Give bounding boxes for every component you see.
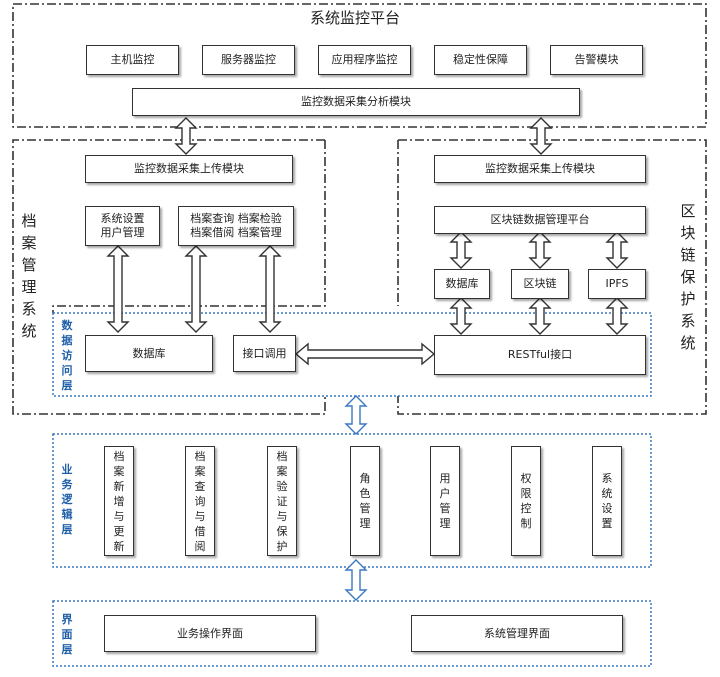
monitor-module-host: 主机监控 xyxy=(86,45,179,75)
monitor-platform-title: 系统监控平台 xyxy=(310,9,401,27)
arrow-query-interface xyxy=(258,245,282,333)
blockchain-system-title: 区 块 链 保 护 系 统 xyxy=(680,202,696,352)
archive-query-box: 档案查询 档案检验 档案借阅 档案管理 xyxy=(178,206,294,246)
interface-call-box: 接口调用 xyxy=(233,335,296,372)
archive-database: 数据库 xyxy=(85,335,213,372)
monitor-module-app: 应用程序监控 xyxy=(318,45,411,75)
business-module-permission: 权 限 控 制 xyxy=(511,446,541,556)
monitor-module-alarm: 告警模块 xyxy=(550,45,643,75)
ui-layer-frame xyxy=(52,600,652,667)
blockchain-ipfs: IPFS xyxy=(588,269,646,299)
blockchain-platform: 区块链数据管理平台 xyxy=(434,206,646,234)
ui-business-operation: 业务操作界面 xyxy=(104,615,316,652)
blockchain-database: 数据库 xyxy=(434,269,490,299)
arrow-platform-db xyxy=(449,231,473,269)
archive-settings-box: 系统设置 用户管理 xyxy=(85,206,160,246)
arrow-monitor-blockchain xyxy=(529,117,553,155)
arrow-db-restful xyxy=(449,297,473,335)
archive-upload-module: 监控数据采集上传模块 xyxy=(85,155,293,183)
business-module-verify-protect: 档 案 验 证 与 保 护 xyxy=(267,446,297,556)
archive-system-title: 档 案 管 理 系 统 xyxy=(21,212,37,340)
business-module-settings: 系 统 设 置 xyxy=(592,446,622,556)
business-module-query-borrow: 档 案 查 询 与 借 阅 xyxy=(185,446,215,556)
arrow-query-database xyxy=(184,245,208,333)
data-access-layer-label: 数 据 访 问 层 xyxy=(61,319,73,392)
arrow-layer-business-ui xyxy=(344,559,368,601)
business-module-user: 用 户 管 理 xyxy=(430,446,460,556)
arrow-platform-ipfs xyxy=(605,231,629,269)
arrow-settings-database xyxy=(106,245,130,333)
monitor-analysis-module: 监控数据采集分析模块 xyxy=(132,88,580,116)
monitor-module-server: 服务器监控 xyxy=(202,45,295,75)
blockchain-upload-module: 监控数据采集上传模块 xyxy=(434,155,646,183)
business-module-add-update: 档 案 新 增 与 更 新 xyxy=(104,446,134,556)
business-layer-label: 业 务 逻 辑 层 xyxy=(61,463,73,536)
blockchain-chain: 区块链 xyxy=(511,269,569,299)
monitor-platform-frame xyxy=(12,3,707,128)
archive-system-frame xyxy=(12,139,326,415)
ui-system-management: 系统管理界面 xyxy=(411,615,623,652)
monitor-module-stability: 稳定性保障 xyxy=(434,45,527,75)
arrow-layer-data-business xyxy=(344,395,368,435)
blockchain-system-frame xyxy=(397,139,707,415)
data-access-layer-frame xyxy=(52,312,652,397)
ui-layer-label: 界 面 层 xyxy=(61,613,73,656)
restful-interface: RESTful接口 xyxy=(434,335,646,375)
arrow-ipfs-restful xyxy=(605,297,629,335)
arrow-interface-restful xyxy=(294,342,436,366)
business-module-role: 角 色 管 理 xyxy=(350,446,380,556)
arrow-chain-restful xyxy=(528,297,552,335)
arrow-monitor-archive xyxy=(174,117,198,155)
arrow-platform-chain xyxy=(528,231,552,269)
